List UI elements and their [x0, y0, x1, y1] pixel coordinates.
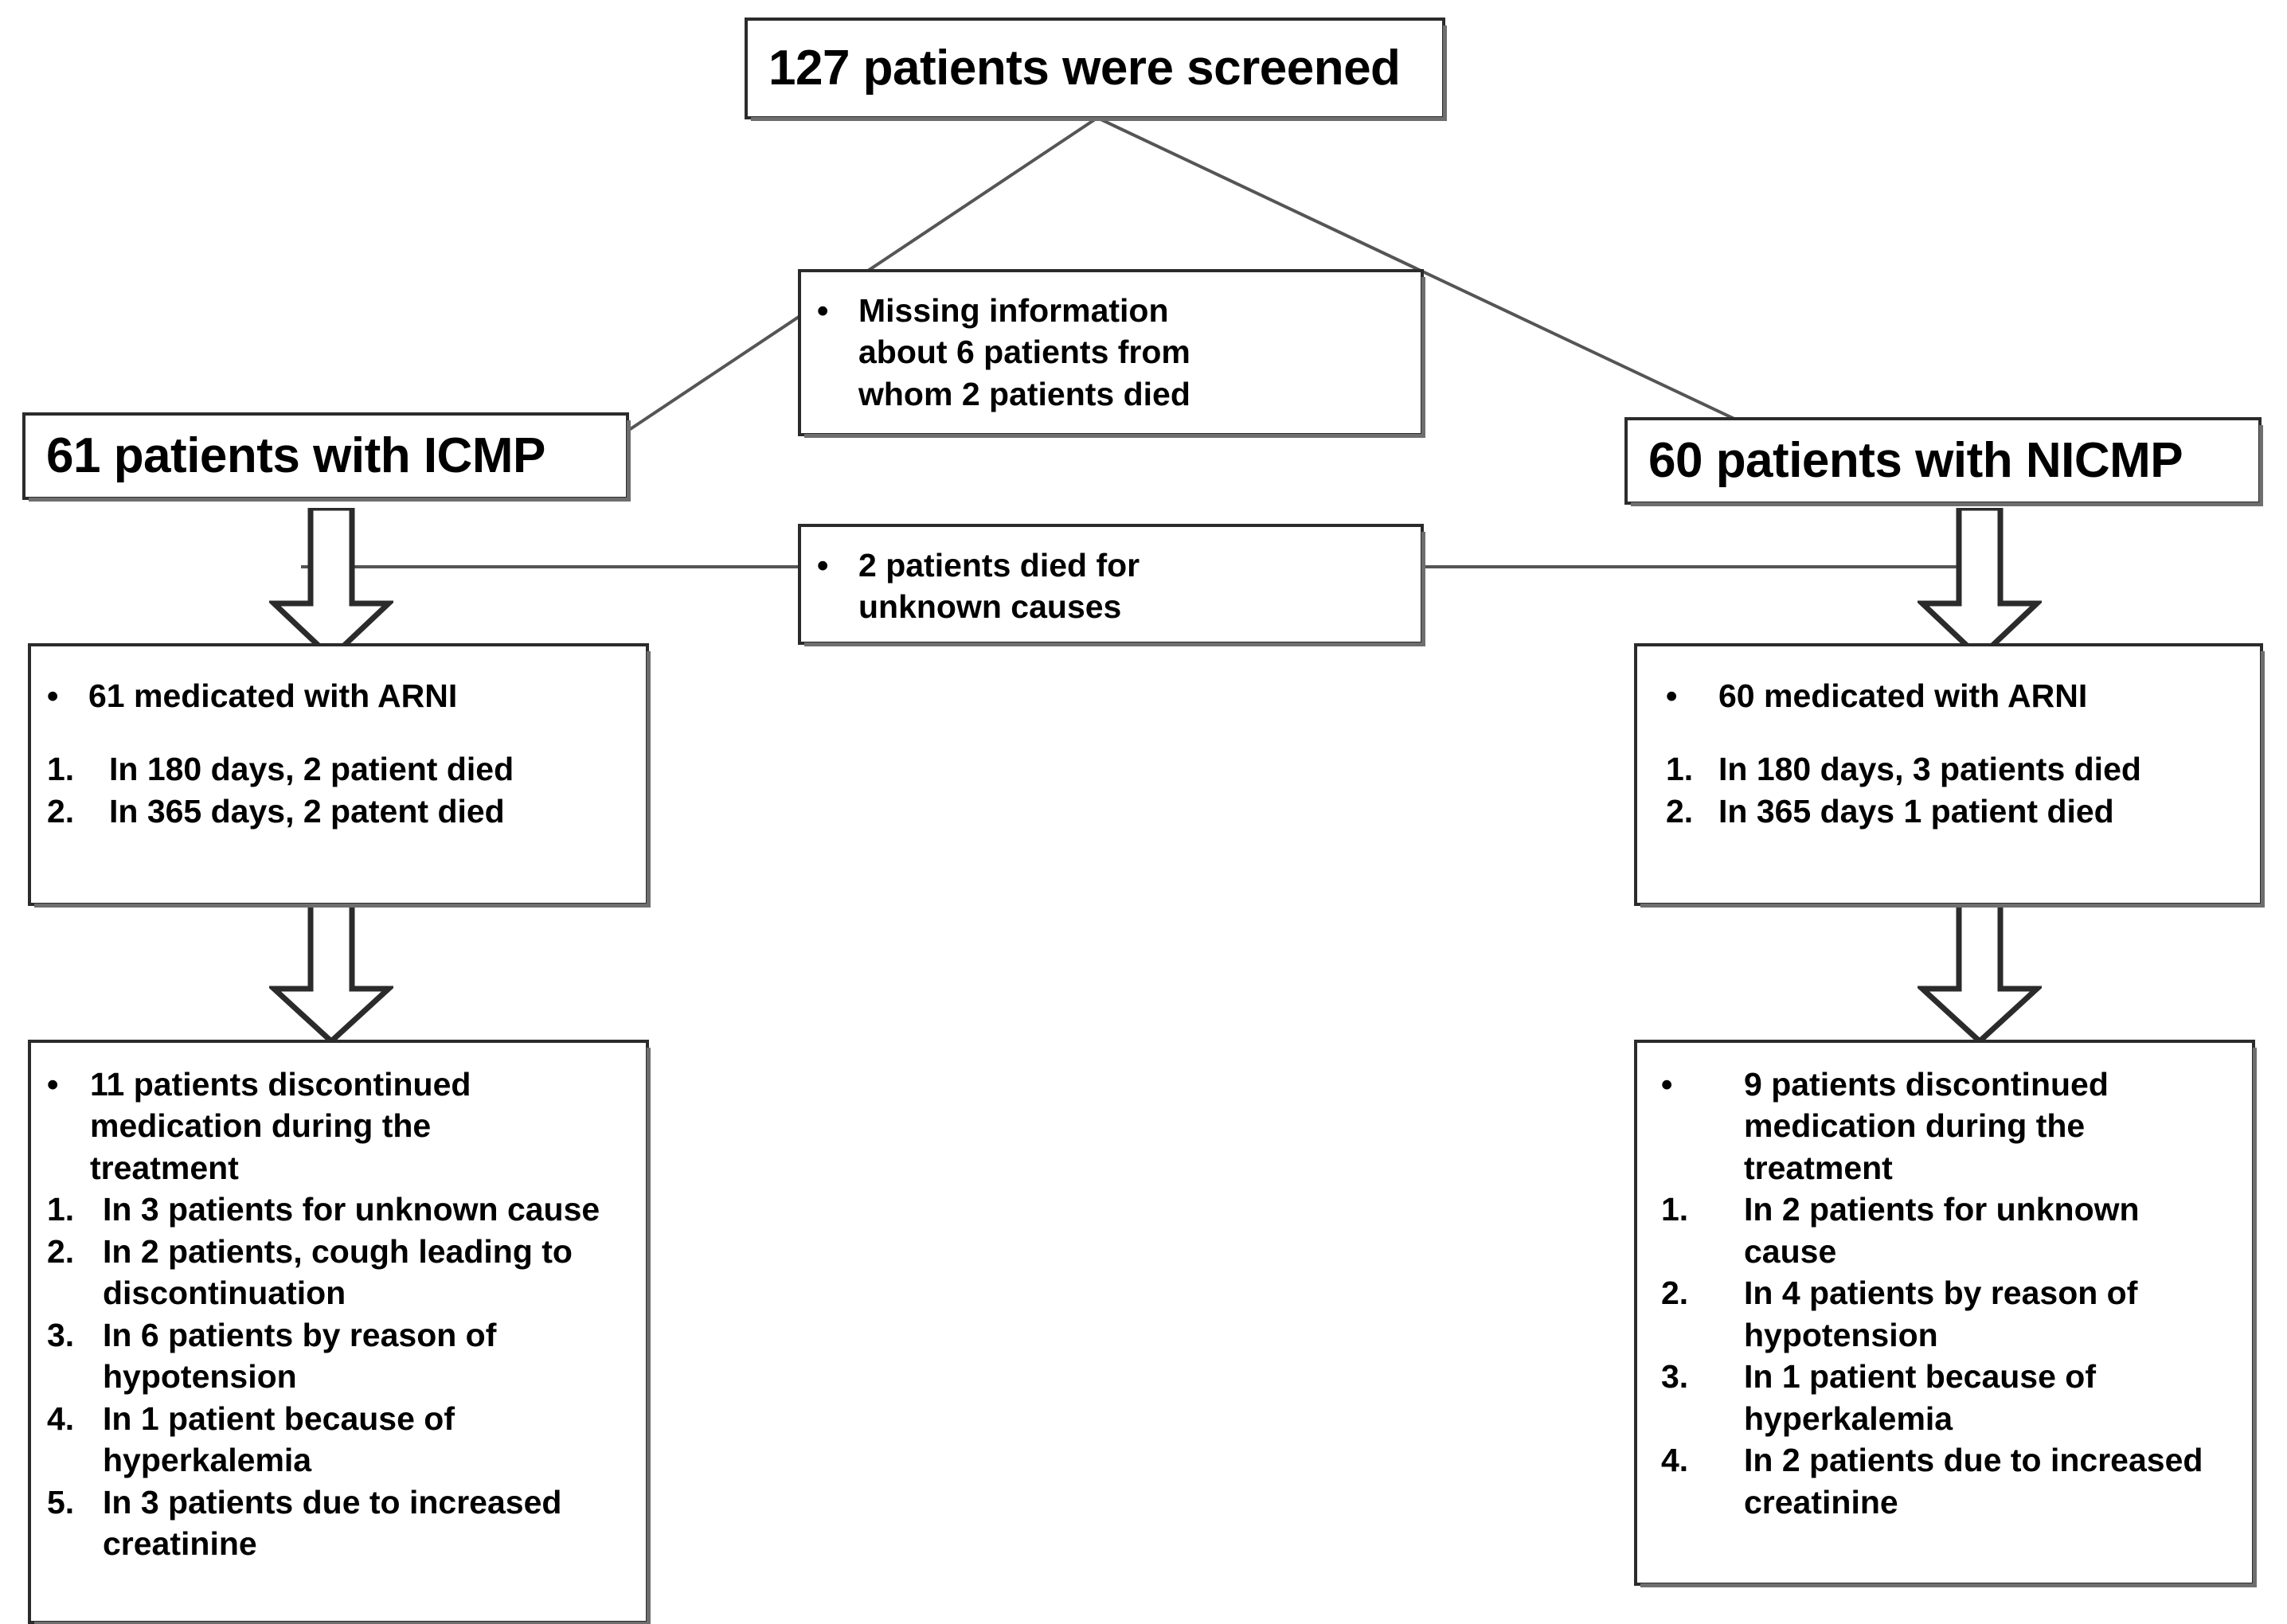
list-text: In 6 patients by reason of	[103, 1316, 497, 1353]
list-text-cont: cause	[1744, 1232, 1837, 1270]
arrow-icmp-medicated-to-discontinued	[269, 904, 393, 1044]
screened-label: 127 patients were screened	[768, 41, 1401, 96]
icmp-discontinued-item-4: 4. In 1 patient because of hyperkalemia	[47, 1398, 631, 1482]
arrow-nicmp-medicated-to-discontinued	[1918, 904, 2042, 1044]
list-marker: 2.	[1661, 1275, 1689, 1312]
bullet-icon: •	[817, 547, 829, 584]
node-screened: 127 patients were screened	[745, 18, 1447, 121]
list-marker: 5.	[47, 1483, 75, 1521]
nicmp-group-label: 60 patients with NICMP	[1648, 433, 2183, 489]
list-text-cont: hyperkalemia	[1744, 1400, 1953, 1437]
nicmp-medicated-item-1: 1. In 180 days, 3 patients died	[1666, 748, 2246, 790]
missing-information-line-1: Missing information	[858, 292, 1169, 329]
list-text: In 4 patients by reason of	[1744, 1275, 2138, 1312]
arrow-nicmp-to-medicated	[1918, 508, 2042, 661]
nicmp-discontinued-bullet-row: • 9 patients discontinued medication dur…	[1661, 1064, 2238, 1189]
connector-screened-to-nicmp	[1097, 116, 1737, 421]
list-marker: 2.	[1666, 792, 1694, 830]
bullet-icon: •	[1666, 677, 1678, 714]
list-text: In 2 patients, cough leading to	[103, 1232, 573, 1270]
list-text: In 2 patients due to increased	[1744, 1442, 2203, 1479]
icmp-discontinued-item-3: 3. In 6 patients by reason of hypotensio…	[47, 1314, 631, 1398]
bullet-icon: •	[47, 677, 59, 714]
icmp-medicated-item-2: 2. In 365 days, 2 patent died	[47, 791, 631, 832]
died-unknown-bullet-row: • 2 patients died for unknown causes	[817, 545, 1406, 628]
list-text-cont: hypotension	[1744, 1316, 1938, 1353]
list-text-cont: hypotension	[103, 1358, 297, 1396]
icmp-discontinued-headline-1: 11 patients discontinued	[90, 1066, 471, 1103]
node-nicmp-group: 60 patients with NICMP	[1624, 417, 2263, 506]
list-text: In 365 days 1 patient died	[1718, 792, 2114, 830]
nicmp-discontinued-headline-3: treatment	[1744, 1149, 1893, 1186]
node-missing-information: • Missing information about 6 patients f…	[798, 269, 1425, 438]
arrow-icmp-to-medicated	[269, 508, 393, 661]
nicmp-discontinued-item-3: 3. In 1 patient because of hyperkalemia	[1661, 1356, 2238, 1439]
list-marker: 4.	[1661, 1442, 1689, 1479]
icmp-medicated-bullet-row: • 61 medicated with ARNI	[47, 675, 631, 716]
list-text: In 1 patient because of	[103, 1400, 455, 1437]
icmp-medicated-item-1: 1. In 180 days, 2 patient died	[47, 748, 631, 790]
list-text: In 1 patient because of	[1744, 1358, 2096, 1396]
list-text-cont: hyperkalemia	[103, 1442, 312, 1479]
node-icmp-medicated: • 61 medicated with ARNI 1. In 180 days,…	[28, 643, 651, 908]
list-marker: 3.	[47, 1316, 75, 1353]
icmp-medicated-headline: 61 medicated with ARNI	[88, 677, 458, 714]
nicmp-medicated-bullet-row: • 60 medicated with ARNI	[1666, 675, 2246, 716]
bullet-icon: •	[817, 292, 829, 329]
icmp-discontinued-item-1: 1. In 3 patients for unknown cause	[47, 1189, 631, 1230]
nicmp-medicated-item-2: 2. In 365 days 1 patient died	[1666, 791, 2246, 832]
node-icmp-discontinued: • 11 patients discontinued medication du…	[28, 1040, 651, 1624]
nicmp-discontinued-item-1: 1. In 2 patients for unknown cause	[1661, 1189, 2238, 1272]
died-unknown-line-2: unknown causes	[858, 588, 1122, 626]
list-marker: 4.	[47, 1400, 75, 1437]
list-text: In 180 days, 3 patients died	[1718, 751, 2141, 788]
nicmp-discontinued-item-2: 2. In 4 patients by reason of hypotensio…	[1661, 1272, 2238, 1356]
node-icmp-group: 61 patients with ICMP	[22, 412, 631, 502]
list-text: In 3 patients due to increased	[103, 1483, 562, 1521]
node-died-unknown-causes: • 2 patients died for unknown causes	[798, 524, 1425, 646]
list-text: In 3 patients for unknown cause	[103, 1191, 600, 1228]
icmp-discontinued-item-5: 5. In 3 patients due to increased creati…	[47, 1482, 631, 1565]
icmp-group-label: 61 patients with ICMP	[46, 428, 545, 484]
bullet-icon: •	[47, 1066, 59, 1103]
nicmp-medicated-headline: 60 medicated with ARNI	[1718, 677, 2088, 714]
icmp-discontinued-headline-2: medication during the	[90, 1107, 432, 1145]
list-text: In 2 patients for unknown	[1744, 1191, 2140, 1228]
icmp-discontinued-item-2: 2. In 2 patients, cough leading to disco…	[47, 1231, 631, 1314]
missing-information-bullet-row: • Missing information about 6 patients f…	[817, 290, 1406, 415]
spacer	[47, 716, 631, 748]
nicmp-discontinued-item-4: 4. In 2 patients due to increased creati…	[1661, 1439, 2238, 1523]
list-marker: 3.	[1661, 1358, 1689, 1396]
nicmp-discontinued-headline-2: medication during the	[1744, 1107, 2086, 1145]
list-marker: 1.	[1661, 1191, 1689, 1228]
missing-information-line-2: about 6 patients from	[858, 334, 1190, 371]
died-unknown-line-1: 2 patients died for	[858, 547, 1140, 584]
list-text: In 180 days, 2 patient died	[109, 751, 514, 788]
spacer	[1666, 716, 2246, 748]
list-text: In 365 days, 2 patent died	[109, 792, 505, 830]
list-marker: 2.	[47, 792, 75, 830]
missing-information-line-3: whom 2 patients died	[858, 375, 1190, 412]
nicmp-discontinued-headline-1: 9 patients discontinued	[1744, 1066, 2109, 1103]
list-marker: 1.	[47, 751, 75, 788]
icmp-discontinued-bullet-row: • 11 patients discontinued medication du…	[47, 1064, 631, 1189]
list-marker: 1.	[1666, 751, 1694, 788]
list-marker: 1.	[47, 1191, 75, 1228]
node-nicmp-discontinued: • 9 patients discontinued medication dur…	[1634, 1040, 2257, 1587]
list-marker: 2.	[47, 1232, 75, 1270]
icmp-discontinued-headline-3: treatment	[90, 1149, 239, 1186]
list-text-cont: discontinuation	[103, 1275, 346, 1312]
list-text-cont: creatinine	[103, 1525, 257, 1563]
bullet-icon: •	[1661, 1066, 1673, 1103]
node-nicmp-medicated: • 60 medicated with ARNI 1. In 180 days,…	[1634, 643, 2265, 908]
list-text-cont: creatinine	[1744, 1483, 1898, 1521]
